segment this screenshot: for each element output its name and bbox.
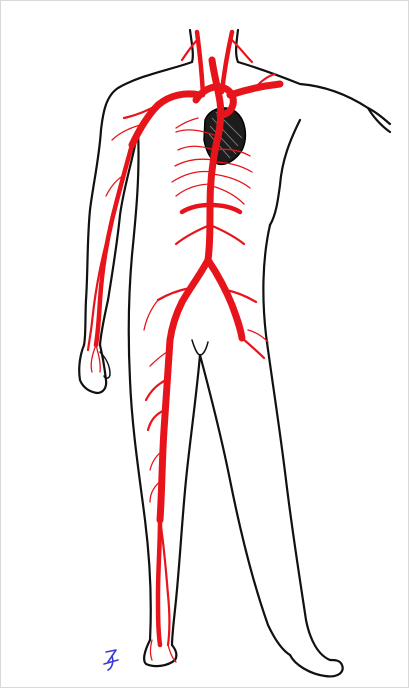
right-carotid-artery: [222, 32, 232, 92]
crotch-outline: [192, 340, 208, 355]
left-renal-artery: [182, 205, 210, 212]
right-armpit-outline: [270, 120, 300, 225]
right-inner-leg-outline: [200, 355, 290, 655]
left-brachial-artery: [96, 145, 132, 345]
right-common-iliac-artery: [208, 260, 242, 338]
left-carotid-artery: [197, 32, 203, 95]
right-subclavian-artery: [230, 84, 280, 95]
left-inner-arm-outline: [100, 130, 138, 345]
right-shoulder-outline: [238, 62, 390, 124]
left-common-iliac-artery: [170, 260, 208, 340]
left-femoral-artery: [160, 340, 170, 520]
right-foot-outline: [290, 655, 343, 676]
left-subclavian-artery: [132, 94, 200, 145]
artist-signature-icon: [104, 650, 118, 670]
left-hand-outline: [79, 345, 106, 393]
torso-left-outline: [129, 130, 151, 640]
right-renal-artery: [210, 205, 240, 212]
left-popliteal-artery: [158, 520, 160, 645]
left-inner-leg-outline: [172, 355, 200, 645]
torso-right-outline: [263, 225, 330, 660]
